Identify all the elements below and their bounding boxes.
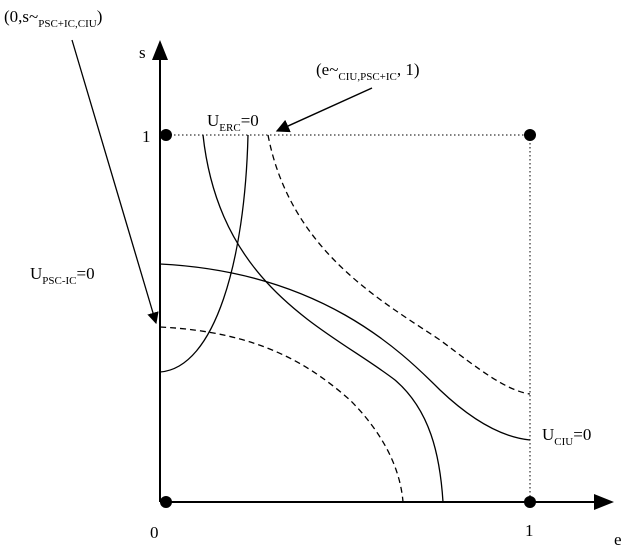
u-psc-label: UPSC-IC=0 [30, 264, 95, 287]
u-erc-label: UERC=0 [207, 111, 259, 134]
e-tilde-point-label: (e~CIU,PSC+IC, 1) [316, 60, 420, 83]
dot-top-left [160, 129, 172, 141]
x-axis-arrowhead [594, 494, 614, 510]
axis-e-label: e [614, 530, 622, 549]
dot-origin [160, 496, 172, 508]
axis-s-label: s [139, 43, 146, 62]
arrow-to-e-tilde [275, 87, 373, 133]
u-ciu-label: UCIU=0 [542, 425, 591, 448]
dashed-lower-curve [159, 326, 404, 503]
arrow-to-s-tilde [71, 39, 159, 325]
tick-one-y-label: 1 [142, 127, 151, 146]
dot-bottom-right [524, 496, 536, 508]
dot-top-right [524, 129, 536, 141]
y-axis-arrowhead [152, 40, 168, 60]
tick-origin-label: 0 [150, 523, 159, 542]
u-psc-curve [159, 263, 531, 441]
s-tilde-point-label: (0,s~PSC+IC,CIU) [4, 7, 102, 30]
solid-arc-curve [202, 134, 444, 503]
u-erc-curve [159, 134, 249, 373]
tick-one-x-label: 1 [525, 521, 534, 540]
dashed-upper-curve [267, 134, 531, 395]
